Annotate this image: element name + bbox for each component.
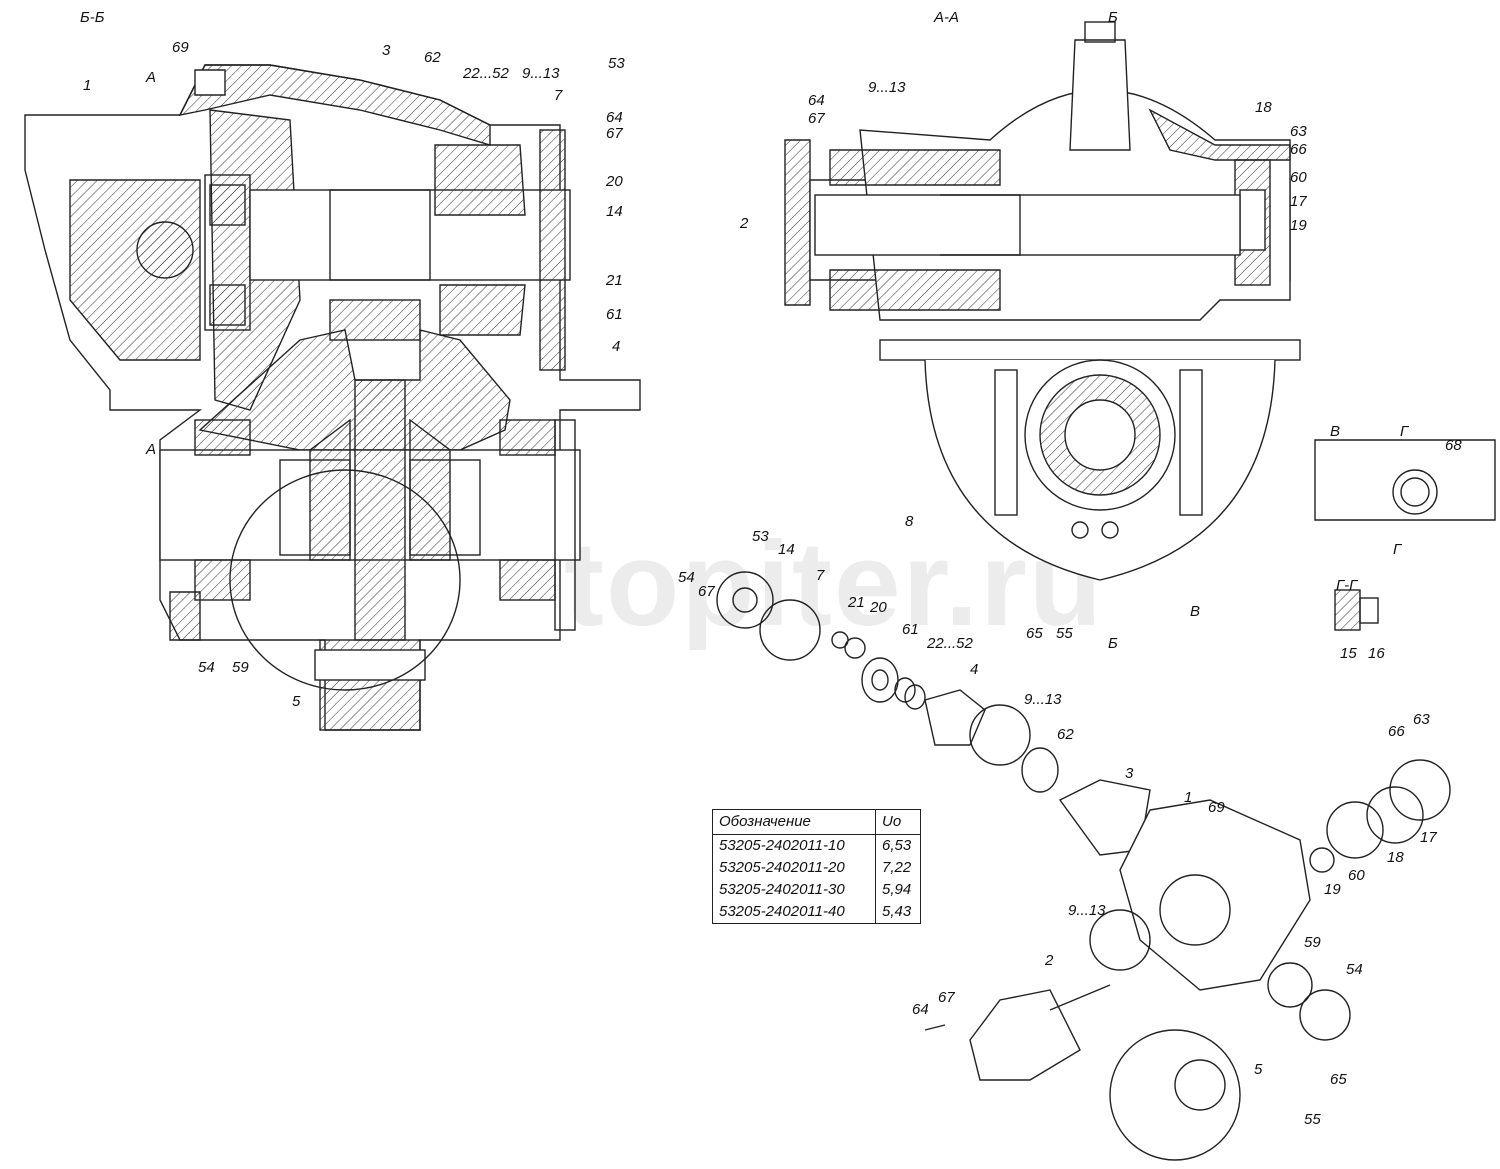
section-gg: [1334, 589, 1379, 631]
callout-label: 63: [1290, 123, 1307, 140]
designation-cell: 53205-2402011-20: [712, 857, 876, 879]
callout-label: 21: [848, 594, 865, 611]
callout-label: 4: [970, 661, 979, 678]
callout-label: 9...13: [1024, 691, 1062, 708]
callout-label: 9...13: [868, 79, 906, 96]
callout-label: 5: [292, 693, 301, 710]
callout-label: 14: [606, 203, 623, 220]
callout-label: 61: [606, 306, 623, 323]
callout-label: 19: [1324, 881, 1341, 898]
section-aa-view: [784, 21, 1301, 581]
callout-label: 22...52: [927, 635, 973, 652]
callout-label: 64: [606, 109, 623, 126]
callout-label: 20: [606, 173, 623, 190]
designation-cell: 53205-2402011-40: [712, 901, 876, 924]
callout-label: 69: [172, 39, 189, 56]
callout-label: 55: [1056, 625, 1073, 642]
callout-label: 5: [1254, 1061, 1263, 1078]
callout-label: Б-Б: [80, 9, 105, 26]
callout-label: 14: [778, 541, 795, 558]
callout-label: 67: [808, 110, 825, 127]
exploded-view: [716, 571, 1451, 1161]
callout-label: 59: [1304, 934, 1321, 951]
callout-label: 55: [1304, 1111, 1321, 1128]
callout-label: В: [1190, 603, 1201, 620]
callout-label: 60: [1348, 867, 1365, 884]
callout-label: 65: [1330, 1071, 1347, 1088]
callout-label: 4: [612, 338, 621, 355]
ratio-cell: 5,43: [875, 901, 921, 924]
callout-label: В: [1330, 423, 1341, 440]
callout-label: 3: [382, 42, 391, 59]
callout-label: Б: [1108, 9, 1118, 26]
callout-label: 19: [1290, 217, 1307, 234]
callout-label: Г: [1393, 541, 1402, 558]
callout-label: 7: [816, 567, 825, 584]
header-designation: Обозначение: [712, 809, 876, 835]
table-header-row: Обозначение Uo: [712, 809, 921, 835]
callout-label: 54: [1346, 961, 1363, 978]
callout-label: 1: [1184, 789, 1193, 806]
ratio-cell: 6,53: [875, 834, 921, 857]
callout-label: 9...13: [522, 65, 560, 82]
callout-label: А: [146, 441, 157, 458]
callout-label: 59: [232, 659, 249, 676]
callout-label: 61: [902, 621, 919, 638]
callout-label: 67: [698, 583, 715, 600]
callout-label: 67: [938, 989, 955, 1006]
callout-label: 54: [678, 569, 695, 586]
callout-label: 64: [912, 1001, 929, 1018]
section-bb-view: [24, 64, 641, 731]
callout-label: 65: [1026, 625, 1043, 642]
callout-label: 64: [808, 92, 825, 109]
callout-label: 66: [1388, 723, 1405, 740]
callout-label: 62: [424, 49, 441, 66]
callout-label: Б: [1108, 635, 1118, 652]
view-v: [1314, 439, 1496, 521]
callout-label: 54: [198, 659, 215, 676]
callout-label: 8: [905, 513, 914, 530]
ratio-cell: 7,22: [875, 857, 921, 879]
callout-label: 53: [608, 55, 625, 72]
callout-label: 1: [83, 77, 92, 94]
callout-label: 20: [870, 599, 887, 616]
callout-label: 17: [1290, 193, 1307, 210]
callout-label: 60: [1290, 169, 1307, 186]
callout-label: 9...13: [1068, 902, 1106, 919]
callout-label: 2: [740, 215, 749, 232]
callout-label: 16: [1368, 645, 1385, 662]
callout-label: А-А: [934, 9, 960, 26]
callout-label: 68: [1445, 437, 1462, 454]
callout-label: 66: [1290, 141, 1307, 158]
callout-label: 2: [1045, 952, 1054, 969]
callout-label: 15: [1340, 645, 1357, 662]
callout-label: 63: [1413, 711, 1430, 728]
callout-label: 69: [1208, 799, 1225, 816]
callout-label: 67: [606, 125, 623, 142]
callout-label: 22...52: [463, 65, 509, 82]
callout-label: 18: [1255, 99, 1272, 116]
callout-label: 21: [606, 272, 623, 289]
callout-label: 18: [1387, 849, 1404, 866]
callout-label: 53: [752, 528, 769, 545]
designation-cell: 53205-2402011-30: [712, 879, 876, 901]
callout-label: А: [146, 69, 157, 86]
callout-label: 7: [554, 87, 563, 104]
callout-label: 17: [1420, 829, 1437, 846]
ratio-cell: 5,94: [875, 879, 921, 901]
callout-label: 3: [1125, 765, 1134, 782]
designation-cell: 53205-2402011-10: [712, 834, 876, 857]
header-ratio: Uo: [875, 809, 921, 835]
callout-label: 62: [1057, 726, 1074, 743]
callout-label: Г: [1400, 423, 1409, 440]
callout-label: Г-Г: [1336, 577, 1358, 594]
